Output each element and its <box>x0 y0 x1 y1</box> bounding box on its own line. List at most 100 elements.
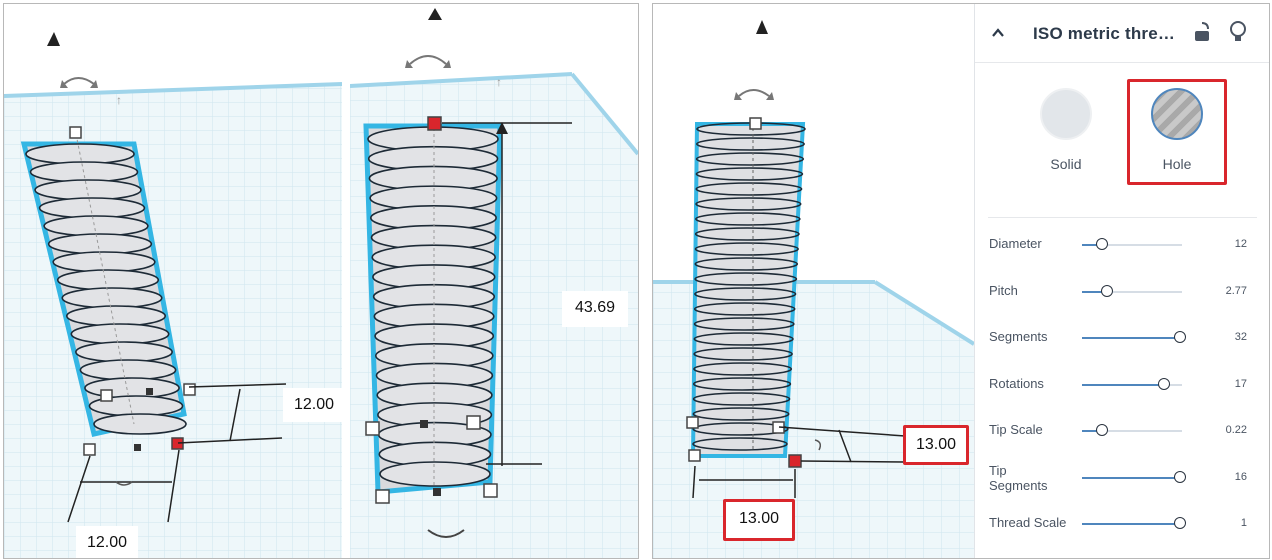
slider-track[interactable] <box>1082 331 1186 343</box>
handle[interactable] <box>100 389 113 402</box>
slider-fill <box>1082 430 1102 432</box>
unlock-icon[interactable] <box>1193 21 1211 43</box>
thread-ring <box>696 137 805 151</box>
property-value[interactable]: 1 <box>1240 517 1247 529</box>
lightbulb-icon[interactable] <box>1229 20 1247 44</box>
property-value[interactable]: 2.77 <box>1225 284 1247 297</box>
property-value[interactable]: 17 <box>1234 377 1247 390</box>
solid-swatch <box>1040 88 1092 140</box>
viewport-2-canvas: ↑ <box>350 8 638 558</box>
divider <box>342 4 350 558</box>
property-label: Pitch <box>989 282 1018 298</box>
view-cone-icon[interactable] <box>756 20 768 34</box>
depth-dimension-label[interactable]: 13.00 <box>903 425 969 465</box>
viewport-1-canvas: ↑ <box>4 32 342 558</box>
slider-track[interactable] <box>1082 424 1182 436</box>
handle[interactable] <box>375 489 390 504</box>
slider-fill <box>1082 290 1107 293</box>
thread-ring <box>70 323 170 345</box>
thread-ring <box>694 227 800 241</box>
handle[interactable] <box>483 483 498 498</box>
thread-ring <box>695 212 801 226</box>
thread-ring <box>692 392 791 406</box>
slider-track[interactable] <box>1082 377 1182 390</box>
property-label: Rotations <box>989 375 1044 391</box>
width-dimension-label[interactable]: 13.00 <box>723 499 795 541</box>
slider-fill <box>1082 476 1180 479</box>
handle[interactable] <box>365 421 380 436</box>
divider <box>988 217 1257 218</box>
slider-fill <box>1082 337 1180 339</box>
thread-ring <box>34 179 142 201</box>
view-cone-icon[interactable] <box>428 8 442 20</box>
property-thread-scale: Thread Scale 1 <box>989 515 1259 555</box>
rotate-arrow-icon[interactable] <box>63 77 95 85</box>
handle-top[interactable] <box>69 126 82 139</box>
property-value[interactable]: 32 <box>1234 331 1247 343</box>
rotate-arrow-icon[interactable] <box>738 89 770 97</box>
handle[interactable] <box>83 443 96 456</box>
property-value[interactable]: 0.22 <box>1225 424 1247 436</box>
slider-knob[interactable] <box>1096 424 1108 436</box>
handle[interactable] <box>183 383 196 396</box>
property-label: Thread Scale <box>989 515 1067 530</box>
thread-ring <box>43 215 149 237</box>
thread-ring <box>695 167 804 181</box>
handle[interactable] <box>688 449 701 462</box>
thread-ring <box>692 437 788 451</box>
view-cone-icon[interactable] <box>47 32 60 46</box>
viewport-2[interactable]: ↑ 43.69 <box>350 4 638 558</box>
viewport-1[interactable]: ↑ 12.00 12.00 <box>4 4 342 558</box>
property-value[interactable]: 12 <box>1234 238 1247 250</box>
shape-title: ISO metric thre… <box>1033 24 1176 43</box>
property-value[interactable]: 16 <box>1234 470 1247 483</box>
thread-ring <box>379 461 491 487</box>
property-pitch: Pitch 2.77 <box>989 283 1259 323</box>
collapse-chevron-icon[interactable] <box>991 26 1005 40</box>
right-screenshot: 13.00 13.00 ISO metric thre… Solid Hole <box>652 3 1270 559</box>
rotate-arrow-icon[interactable] <box>409 55 447 65</box>
thread-ring <box>79 359 177 381</box>
hole-highlight-box <box>1127 79 1227 185</box>
thread-ring <box>694 257 799 271</box>
slider-track[interactable] <box>1082 517 1186 529</box>
slider-knob[interactable] <box>1101 284 1113 297</box>
slider-knob[interactable] <box>1174 470 1186 483</box>
height-dimension-label[interactable]: 12.00 <box>283 388 342 422</box>
slider-track[interactable] <box>1082 284 1182 297</box>
handle-selected[interactable] <box>788 454 802 468</box>
slider-knob[interactable] <box>1174 517 1186 529</box>
slider-knob[interactable] <box>1158 377 1170 390</box>
width-dimension-label[interactable]: 12.00 <box>76 526 138 558</box>
slider-knob[interactable] <box>1096 238 1108 250</box>
thread-ring <box>695 182 803 196</box>
slider-knob[interactable] <box>1174 331 1186 343</box>
slider-fill <box>1082 244 1102 246</box>
viewport-3[interactable]: 13.00 13.00 <box>653 4 974 558</box>
thread-ring <box>84 377 180 399</box>
slider-track[interactable] <box>1082 470 1186 483</box>
viewport-3-canvas <box>653 20 974 558</box>
panel-header: ISO metric thre… <box>975 4 1269 63</box>
thread-ring <box>93 413 187 435</box>
solid-label: Solid <box>1050 156 1082 172</box>
rotate-arrow-icon[interactable] <box>427 529 465 538</box>
thread-ring <box>693 362 793 376</box>
thread-ring <box>56 269 160 291</box>
thread-ring <box>692 407 790 421</box>
slider-track[interactable] <box>1082 238 1182 250</box>
handle[interactable] <box>466 415 481 430</box>
hole-mode-button[interactable]: Hole <box>1132 88 1222 172</box>
height-dimension-label[interactable]: 43.69 <box>562 291 628 327</box>
handle[interactable] <box>686 416 699 429</box>
handle-top-selected[interactable] <box>427 116 442 131</box>
handle-top[interactable] <box>749 117 762 130</box>
thread-ring <box>692 377 792 391</box>
solid-mode-button[interactable]: Solid <box>1021 88 1111 172</box>
thread-ring <box>693 302 796 316</box>
